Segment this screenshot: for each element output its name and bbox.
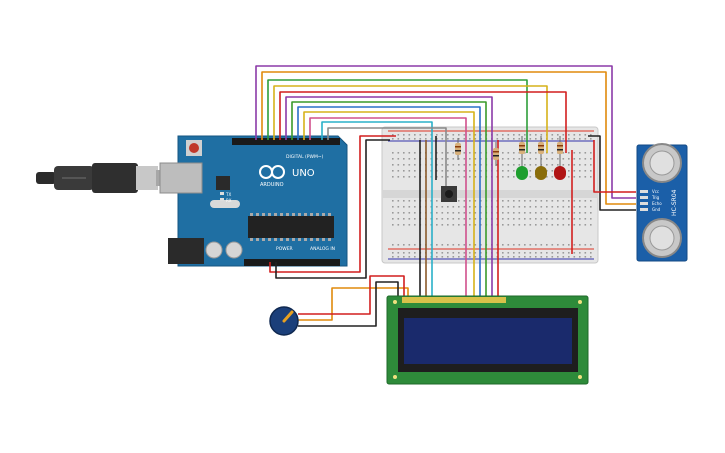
usb-chip — [216, 176, 230, 190]
wire-pot-orange — [286, 287, 409, 321]
power-label: POWER — [276, 246, 293, 252]
power-jack — [168, 238, 204, 264]
arduino-brand: ARDUINO — [260, 182, 284, 188]
led-yellow — [535, 160, 547, 180]
power-analog-header[interactable] — [244, 259, 340, 266]
sensor-pin-trig: Trig — [651, 195, 660, 200]
resistor — [519, 136, 525, 160]
resistor — [557, 136, 563, 160]
arduino-logo-icon — [259, 165, 285, 179]
wire-yellow — [273, 85, 548, 153]
wire-sensor-vcc — [593, 140, 636, 193]
wire-sensor-gnd — [588, 135, 636, 211]
resistor — [493, 142, 499, 166]
wire-green — [267, 79, 528, 153]
led-green — [516, 160, 528, 180]
wire-gray — [327, 127, 447, 188]
digital-header[interactable] — [232, 138, 340, 145]
wire-gnd — [275, 139, 390, 279]
knob-indicator-icon — [282, 310, 294, 323]
arduino-model: UNO — [292, 168, 315, 179]
wire-yellow-2 — [303, 111, 475, 296]
tx-label: TX — [225, 192, 231, 197]
wire-5v — [269, 135, 396, 273]
leds — [516, 160, 566, 180]
wire-green-2 — [291, 101, 487, 296]
capacitor — [225, 241, 243, 259]
wire-purple — [255, 65, 636, 199]
wire-pink — [309, 117, 467, 296]
crystal — [210, 200, 240, 208]
usb-jack — [159, 162, 203, 194]
wires — [255, 65, 636, 327]
rx-label: RX — [226, 198, 232, 203]
digital-label: DIGITAL (PWM~) — [286, 154, 324, 160]
atmega-chip — [248, 216, 334, 238]
analog-label: ANALOG IN — [310, 246, 335, 252]
resistor — [455, 138, 461, 160]
sensor-name: HC-SR04 — [671, 189, 678, 216]
wire-orange — [261, 71, 636, 205]
lcd-display — [386, 295, 589, 385]
usb-cable — [36, 163, 180, 193]
resistor — [538, 136, 544, 160]
wire-red — [279, 91, 567, 153]
reset-button-cap — [189, 143, 199, 153]
lcd-pin-header — [402, 297, 506, 303]
sensor-pin-vcc: Vcc — [652, 189, 659, 194]
led-red — [554, 160, 566, 180]
capacitor — [205, 241, 223, 259]
resistors — [455, 136, 563, 166]
wire-blue — [297, 106, 481, 296]
wire-cyan — [321, 121, 433, 296]
arduino-uno-board[interactable]: ARDUINO UNO DIGITAL (PWM~) POWER ANALOG … — [159, 135, 348, 267]
sensor-pin-echo: Echo — [652, 201, 662, 206]
wire-pot-red — [298, 275, 405, 315]
ultrasonic-sensor[interactable]: Vcc Trig Echo Gnd HC-SR04 — [636, 143, 688, 262]
wire-pot-black — [298, 281, 399, 327]
wire-purple-2 — [285, 96, 493, 296]
sensor-pin-gnd: Gnd — [652, 207, 661, 212]
push-button[interactable] — [441, 186, 457, 202]
potentiometer[interactable] — [269, 306, 299, 336]
lcd-screen — [404, 318, 572, 364]
